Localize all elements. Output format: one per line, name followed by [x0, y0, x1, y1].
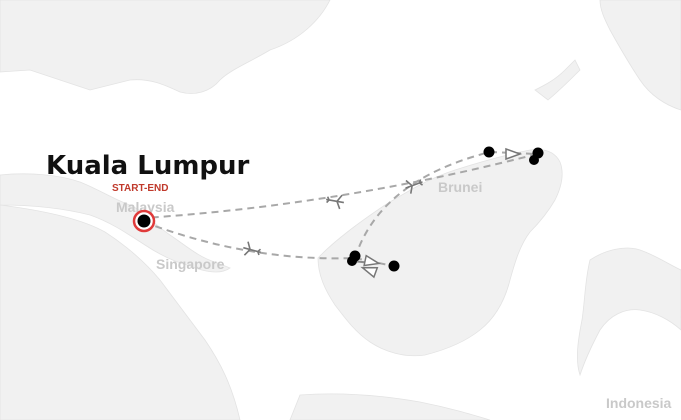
country-label-indonesia: Indonesia — [606, 395, 672, 411]
country-label-malaysia: Malaysia — [116, 199, 175, 215]
start-end-tag: START-END — [112, 183, 168, 194]
stop-marker[interactable] — [347, 256, 357, 266]
start-end-marker[interactable] — [132, 209, 156, 233]
landmass-islands — [534, 59, 581, 101]
landmass-philippines — [599, 0, 681, 111]
arrow-icon — [360, 266, 379, 279]
landmass-indochina — [0, 0, 331, 94]
stop-marker[interactable] — [529, 155, 539, 165]
arrow-icon — [363, 254, 382, 267]
plane-icon — [325, 194, 345, 210]
plane-icon — [405, 179, 424, 194]
arrow-icon — [505, 147, 523, 161]
plane-icon — [243, 241, 262, 256]
landmass-borneo — [317, 149, 563, 357]
route-kinabalu-sandakan — [489, 151, 538, 155]
landmass-sumatra — [0, 204, 241, 420]
stop-marker[interactable] — [483, 146, 495, 158]
country-label-singapore: Singapore — [156, 256, 225, 272]
route-kl-kuching — [143, 221, 356, 260]
stop-marker[interactable] — [388, 260, 400, 272]
route-kuching-sibu — [354, 257, 394, 267]
landmass-malay-peninsula — [0, 173, 231, 273]
city-title: Kuala Lumpur — [46, 151, 250, 181]
route-lines — [143, 151, 538, 267]
landmass-sulawesi — [576, 247, 681, 377]
landmass-java — [289, 393, 491, 420]
route-sandakan-kl — [143, 153, 538, 219]
country-label-brunei: Brunei — [438, 179, 482, 195]
stop-markers — [347, 146, 544, 272]
